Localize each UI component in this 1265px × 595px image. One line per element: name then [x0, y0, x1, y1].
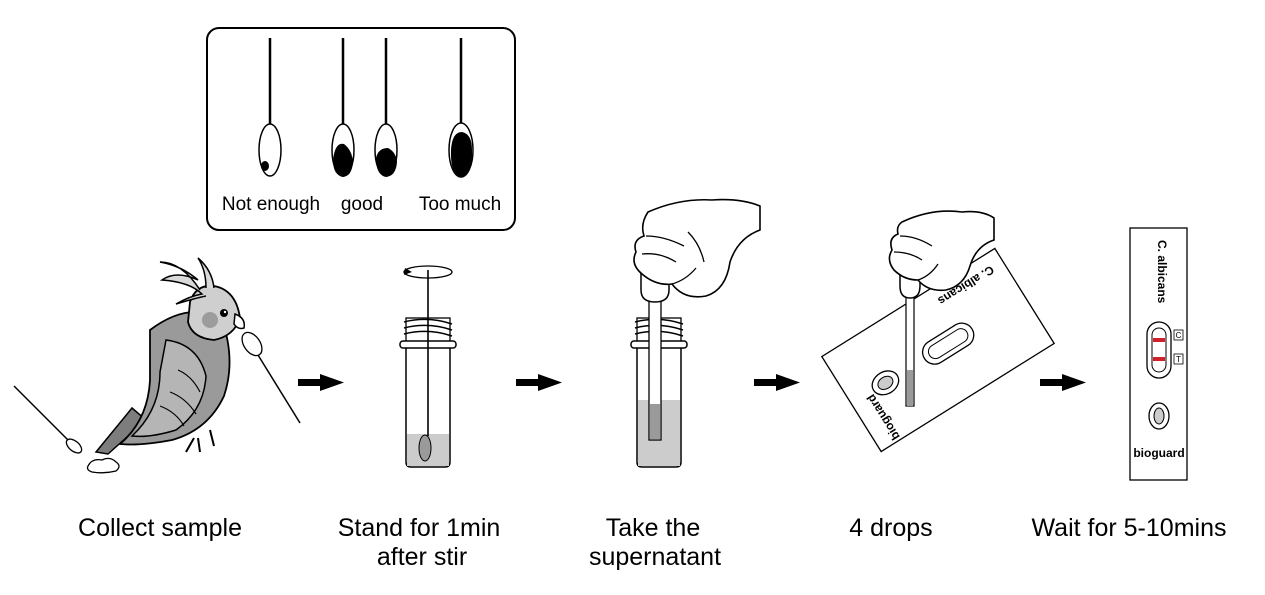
result-product-name: C. albicans	[1155, 240, 1169, 304]
swab-good-icon	[331, 38, 355, 177]
arrow-icon	[1040, 374, 1086, 391]
step-2-label-line-2: after stir	[377, 543, 467, 571]
swab-good-icon	[374, 38, 398, 177]
swab-guide-panel: Not enough good Too much	[206, 27, 516, 231]
step-2-label-line-1: Stand for 1min	[338, 514, 501, 542]
arrow-icon	[298, 374, 344, 391]
take-supernatant-illustration	[630, 198, 761, 468]
tube-stir-illustration	[399, 265, 457, 468]
swab-label-good: good	[341, 194, 383, 215]
step-5-label: Wait for 5-10mins	[1032, 514, 1227, 542]
step-1-label: Collect sample	[78, 514, 242, 542]
add-drops-illustration: C. albicans bioguard	[820, 210, 1056, 453]
test-mark: T	[1176, 355, 1181, 364]
test-cassette-result: C. albicans C T bioguard	[1129, 227, 1188, 481]
control-line	[1153, 338, 1165, 342]
swab-label-too-much: Too much	[419, 194, 501, 215]
swab-label-not-enough: Not enough	[222, 194, 320, 215]
arrow-icon	[516, 374, 562, 391]
step-4-label: 4 drops	[849, 514, 932, 542]
result-brand: bioguard	[1133, 446, 1184, 460]
control-mark: C	[1176, 331, 1182, 340]
cockatiel-illustration	[13, 257, 301, 474]
swab-not-enough-icon	[258, 38, 282, 177]
step-3-label-line-1: Take the	[606, 514, 701, 542]
arrow-icon	[754, 374, 800, 391]
swab-too-much-icon	[448, 38, 474, 178]
step-3-label-line-2: supernatant	[589, 543, 721, 571]
test-line	[1153, 357, 1165, 361]
